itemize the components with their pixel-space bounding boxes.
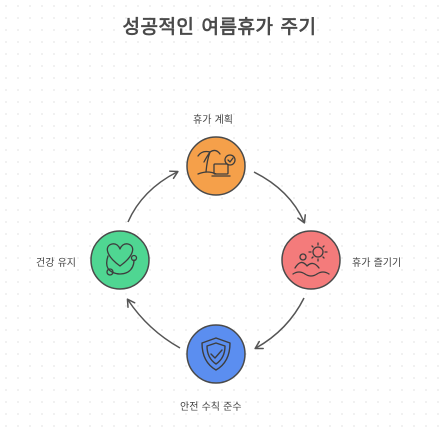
node-plan-circle: [186, 136, 246, 196]
node-label-plan: 휴가 계획: [193, 115, 233, 126]
arrow-safety-to-health: [126, 298, 181, 349]
shield-check-icon: [201, 337, 231, 371]
node-plan: [186, 136, 246, 196]
node-label-health: 건강 유지: [36, 258, 76, 269]
node-label-safety: 안전 수칙 준수: [180, 402, 242, 413]
diagram-title: 성공적인 여름휴가 주기: [122, 16, 317, 38]
arrow-enjoy-to-safety: [254, 297, 305, 350]
node-label-enjoy: 휴가 즐기기: [352, 258, 402, 269]
arrow-health-to-plan: [127, 170, 179, 223]
node-enjoy-circle: [281, 230, 341, 290]
node-health-circle: [90, 230, 150, 290]
sun-waves-icon: [292, 242, 330, 277]
arrow-plan-to-enjoy: [253, 171, 307, 224]
node-safety-circle: [186, 324, 246, 384]
node-health: [90, 230, 150, 290]
node-enjoy: [281, 230, 341, 290]
beach-laptop-icon: [197, 149, 236, 177]
node-safety: [186, 324, 246, 384]
heart-stethoscope-icon: [106, 243, 138, 276]
